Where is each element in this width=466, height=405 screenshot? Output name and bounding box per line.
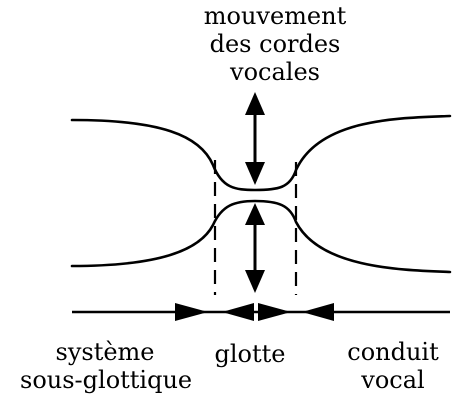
vocal-tract-line-1: conduit	[347, 338, 439, 366]
title-line-2: des cordes	[209, 30, 341, 58]
upper-fold-movement-arrow	[245, 92, 265, 185]
glottis-text: glotte	[214, 340, 286, 368]
left-boundary-arrow-right	[175, 303, 208, 321]
title-line-1: mouvement	[203, 2, 347, 30]
right-boundary-arrow-right	[258, 303, 291, 321]
subglottal-system-label: système sous-glottique	[20, 338, 193, 394]
vocal-tract-label: conduit vocal	[328, 338, 458, 394]
lower-fold-movement-arrow	[245, 203, 265, 293]
vocal-tract-line-2: vocal	[361, 366, 425, 394]
upper-vocal-fold-contour	[70, 114, 452, 192]
region-boundary-arrows	[175, 303, 334, 321]
lower-vocal-fold-contour	[70, 199, 452, 274]
subglottal-line-1: système	[55, 338, 155, 366]
subglottal-line-2: sous-glottique	[20, 366, 193, 394]
right-boundary-arrow-left	[302, 303, 334, 321]
left-boundary-arrow-left	[222, 303, 254, 321]
glottis-label: glotte	[205, 340, 295, 368]
vocal-fold-movement-label: mouvement des cordes vocales	[195, 2, 355, 86]
title-line-3: vocales	[230, 58, 320, 86]
